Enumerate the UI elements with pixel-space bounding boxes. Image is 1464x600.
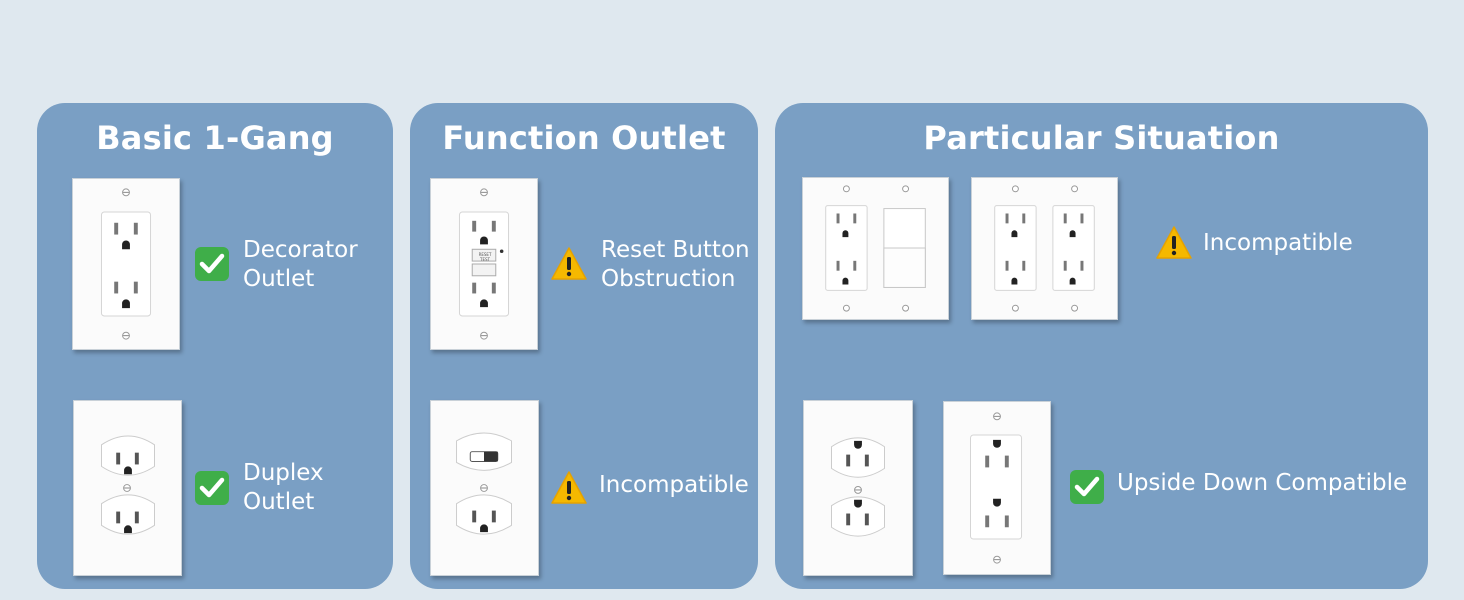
upside-down-decorator-plate: [943, 401, 1051, 575]
label-line-1: Duplex: [243, 460, 324, 486]
gfci-button-text: RESET TEST: [478, 252, 492, 262]
check-mark-icon: [194, 246, 230, 282]
decorator-outlet-label: Decorator Outlet: [243, 236, 358, 294]
panel-title: Basic 1-Gang: [96, 119, 334, 157]
incompatible-label: Incompatible: [599, 471, 749, 500]
reset-button-label: Reset Button Obstruction: [601, 236, 750, 294]
panel-basic-1-gang: Basic 1-Gang Decorator Outlet: [37, 103, 393, 589]
two-gang-outlet-switch-plate: [802, 177, 949, 320]
two-gang-double-outlet-plate: [971, 177, 1118, 320]
check-mark-icon: [1069, 469, 1105, 505]
warning-icon: [1156, 225, 1192, 261]
gfci-outlet-plate: RESET TEST: [430, 178, 538, 350]
warning-icon: [551, 246, 587, 282]
check-mark-icon: [194, 470, 230, 506]
panel-title: Function Outlet: [442, 119, 726, 157]
label-line-1: Incompatible: [1203, 230, 1353, 256]
upside-down-compatible-label: Upside Down Compatible: [1117, 469, 1407, 498]
label-line-1: Decorator: [243, 237, 358, 263]
label-line-2: Outlet: [243, 266, 315, 292]
switch-outlet-combo-plate: [430, 400, 539, 576]
label-line-1: Upside Down Compatible: [1117, 470, 1408, 496]
panel-function-outlet: Function Outlet RESET TEST Reset Button …: [410, 103, 758, 589]
label-line-1: Incompatible: [599, 472, 749, 498]
duplex-outlet-label: Duplex Outlet: [243, 459, 324, 517]
label-line-2: Outlet: [243, 489, 315, 515]
panel-particular-situation: Particular Situation: [775, 103, 1428, 589]
upside-down-duplex-plate: [803, 400, 913, 576]
label-line-2: Obstruction: [601, 266, 736, 292]
warning-icon: [551, 470, 587, 506]
label-line-1: Reset Button: [601, 237, 750, 263]
duplex-outlet-plate: [73, 400, 182, 576]
decorator-outlet-plate: [72, 178, 180, 350]
panel-title: Particular Situation: [923, 119, 1280, 157]
incompatible-label: Incompatible: [1203, 229, 1353, 258]
